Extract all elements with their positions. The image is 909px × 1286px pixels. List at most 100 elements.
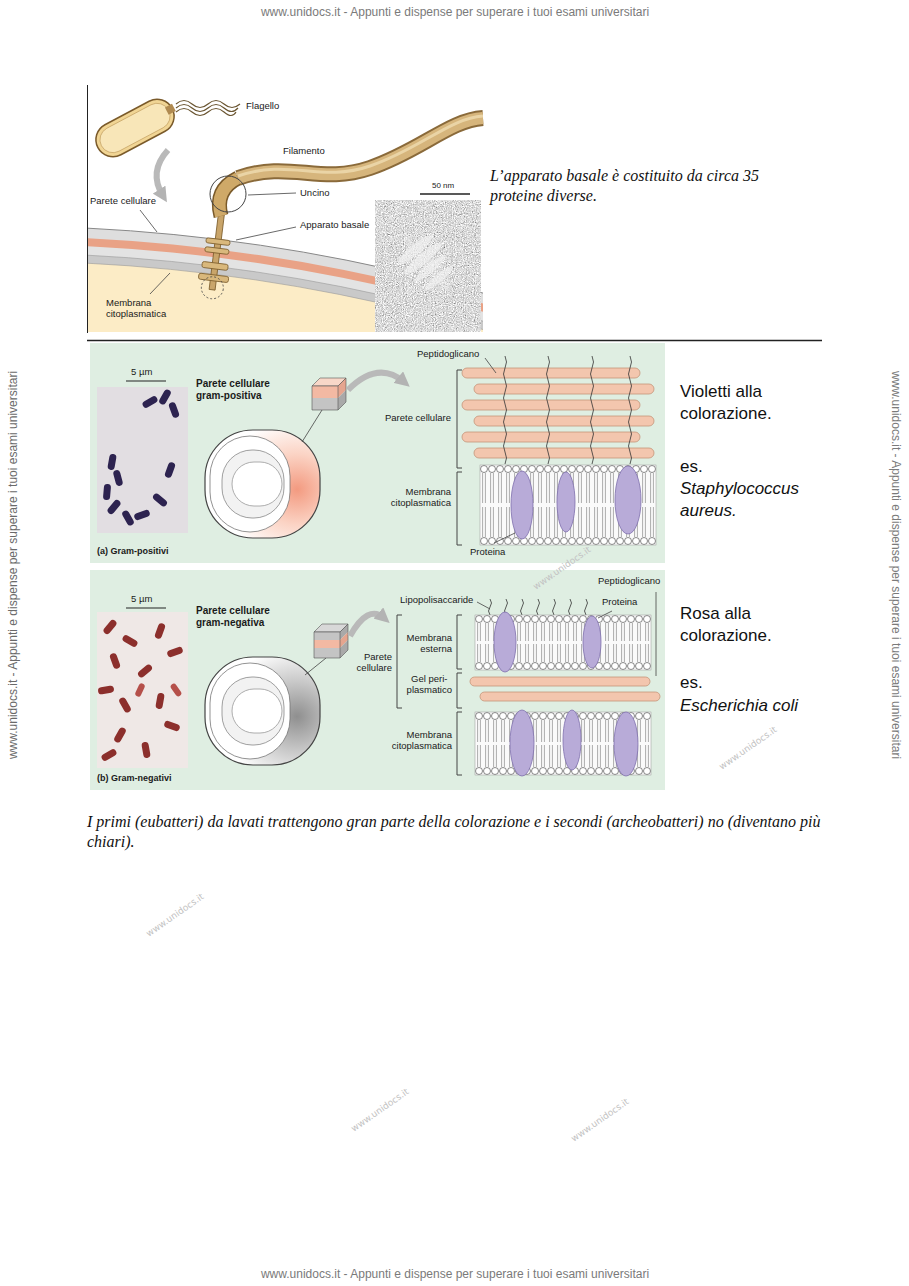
peptidoglycan-layer: [462, 400, 640, 410]
outer-membrane: [494, 612, 516, 672]
gram-negative-photo: [98, 619, 184, 762]
bracket: [457, 712, 462, 775]
bacterium-icon: [95, 99, 174, 158]
part-label: Membrana citoplasmatica: [385, 487, 451, 509]
outer-membrane: [583, 616, 601, 668]
basal-body: [198, 273, 229, 283]
scale-label: 5 µm: [131, 367, 152, 378]
gram-negative-photo: [155, 693, 165, 710]
basal-body: [202, 261, 229, 270]
bracket: [457, 370, 462, 468]
figure-panel: Peptidoglicano5 µmParete cellulare gram-…: [90, 343, 665, 563]
bracket: [457, 673, 462, 708]
lipid-bilayer: [510, 710, 534, 776]
gram-negative-cell: [340, 624, 348, 640]
gram-positive-photo: [168, 401, 180, 418]
leader-line: [485, 358, 515, 543]
gram-positive-cell: [312, 398, 338, 410]
gram-negative-photo: [134, 682, 182, 697]
gram-negative-photo: [121, 634, 138, 648]
watermark: www.unidocs.it - Appunti e dispense per …: [261, 5, 649, 19]
part-label: Flagello: [246, 101, 279, 112]
gram-negative-cell: [314, 640, 340, 648]
gram-negative-cell: [314, 632, 340, 640]
gram-positive-photo: [152, 492, 169, 508]
scale-label: 5 µm: [131, 594, 152, 605]
side-text: es.: [680, 456, 703, 478]
basal-body: [209, 214, 224, 290]
part-label: Filamento: [283, 146, 325, 157]
teichoic-acid: [591, 356, 594, 464]
leader-line: [485, 358, 496, 373]
zoom-arrow: [157, 150, 168, 196]
leader-line: [236, 227, 296, 240]
gram-positive-photo: [97, 381, 188, 533]
outer-membrane: [475, 615, 651, 670]
lipid-bilayer: [511, 471, 533, 539]
figure-border: [87, 85, 88, 333]
cell-envelope: [88, 226, 483, 332]
bacterium-icon: [90, 93, 180, 162]
peptidoglycan-layer: [474, 448, 654, 458]
part-label: Peptidoglicano: [417, 349, 479, 360]
peptidoglycan-layer: [474, 416, 654, 426]
peptidoglycan-layer: [474, 384, 654, 394]
gram-positive-cell: [210, 436, 290, 532]
panel-caption: (a) Gram-positivi: [97, 546, 169, 556]
gram-positive-cell: [312, 386, 338, 398]
gram-positive-photo: [158, 388, 172, 405]
lipid-bilayer: [510, 710, 638, 776]
lipid-bilayer: [480, 465, 656, 545]
teichoic-acid: [629, 356, 632, 464]
lipopolysaccharide: [585, 599, 588, 615]
gram-positive-cell: [232, 462, 282, 506]
gram-negative-photo: [102, 619, 118, 636]
peptidoglycan-layer: [462, 368, 640, 378]
bacterium-icon: [90, 92, 182, 162]
watermark: www.unidocs.it - Appunti e dispense per …: [6, 371, 20, 759]
basal-body: [200, 276, 225, 301]
gram-negative-photo: [97, 608, 188, 768]
micrograph: [401, 240, 444, 279]
gram-negative-photo: [166, 646, 183, 658]
gram-positive-cell: [312, 378, 346, 386]
gram-negative-photo: [113, 726, 127, 743]
species-name: Escherichia coli: [680, 695, 798, 717]
species-name: Staphylococcus aureus.: [680, 478, 825, 523]
outer-membrane: [475, 612, 651, 672]
bracket: [457, 370, 462, 545]
teichoic-acid: [547, 356, 550, 464]
gram-positive-cell: [222, 450, 284, 518]
micrograph: [375, 194, 481, 332]
part-label: Proteina: [602, 597, 637, 608]
lipid-bilayer: [475, 710, 651, 776]
part-label: Membrana citoplasmatica: [386, 730, 452, 752]
lipopolysaccharide: [521, 599, 524, 615]
flagellum: [238, 118, 483, 178]
watermark: www.unidocs.it: [144, 891, 205, 938]
micrograph: [403, 236, 450, 290]
peptidoglycan-layer: [462, 368, 654, 458]
leader-line: [150, 273, 170, 294]
micrograph: [420, 193, 470, 195]
gram-negative-cell: [205, 657, 320, 765]
bacterium-icon: [176, 101, 240, 108]
gram-positive-cell: [338, 390, 346, 410]
outer-membrane: [494, 612, 601, 672]
gram-negative-cell: [314, 648, 340, 658]
gram-positive-cell: [312, 378, 346, 410]
peptidoglycan-layer: [470, 677, 650, 686]
watermark: www.unidocs.it: [569, 1096, 630, 1143]
lipid-bilayer: [557, 472, 575, 532]
gram-positive-photo: [97, 387, 188, 533]
leader-line: [494, 533, 515, 543]
gram-positive-cell: [338, 378, 346, 398]
gram-positive-photo: [126, 380, 166, 381]
gram-positive-photo: [121, 509, 135, 526]
basal-body: [206, 238, 230, 246]
lipopolysaccharide: [569, 599, 572, 615]
cell-envelope: [88, 253, 483, 332]
micrograph: [395, 232, 435, 268]
